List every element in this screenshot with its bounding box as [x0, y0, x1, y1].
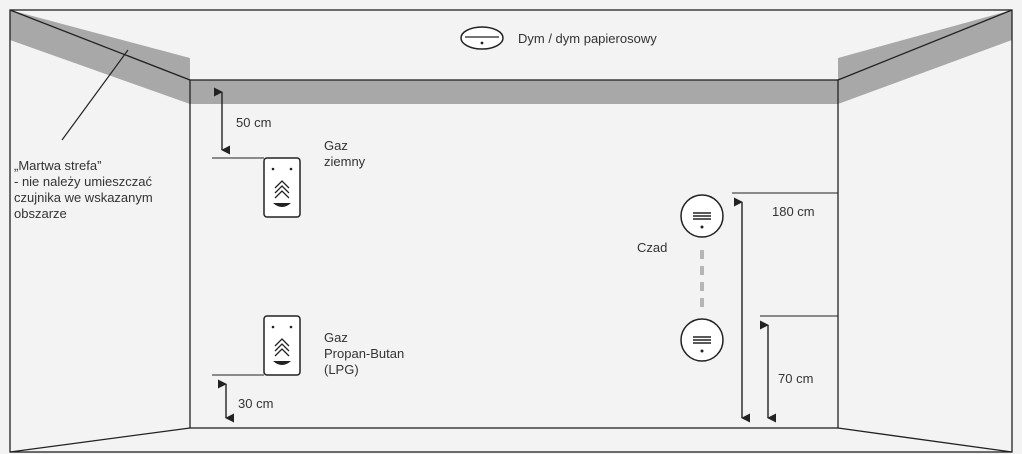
dim-30-label: 30 cm [238, 396, 274, 411]
co-detector-icon-lower [680, 318, 724, 362]
dim-50-label: 50 cm [236, 115, 272, 130]
gas-detector-icon-natural [263, 157, 301, 218]
dim-180-label: 180 cm [772, 204, 815, 219]
gas-detector-icon-lpg [263, 315, 301, 376]
dead-zone-label: „Martwa strefa” - nie należy umieszczać … [14, 158, 153, 221]
dimension-30cm [212, 374, 264, 423]
dimension-50cm [212, 87, 264, 159]
smoke-detector-icon [460, 26, 504, 50]
co-detector-icon-upper [680, 194, 724, 238]
dimension-180cm [732, 192, 838, 423]
dead-zone-band [10, 10, 1012, 104]
co-label: Czad [637, 240, 668, 255]
room-outline [9, 9, 1013, 453]
dead-zone-leader-line [61, 49, 129, 141]
dimension-70cm [759, 315, 838, 423]
natural-gas-label: Gaz ziemny [324, 138, 366, 169]
smoke-label: Dym / dym papierosowy [518, 31, 657, 46]
dim-70-label: 70 cm [778, 371, 814, 386]
lpg-label: Gaz Propan-Butan (LPG) [324, 330, 405, 377]
